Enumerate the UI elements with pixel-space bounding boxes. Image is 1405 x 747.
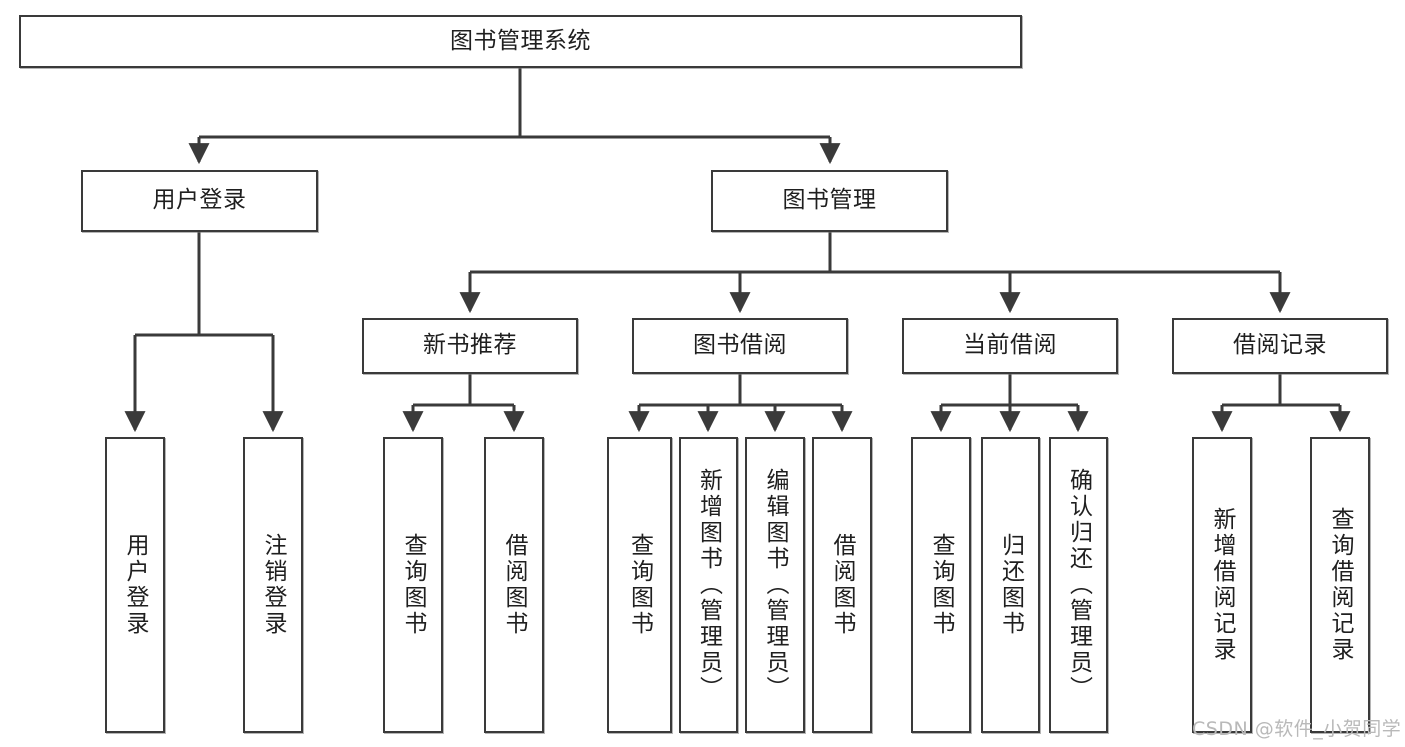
leaf-query-book-borrow[interactable]: 查询图书 [607,437,672,733]
leaf-add-borrow-record[interactable]: 新增借阅记录 [1192,437,1252,733]
node-label: 查询图书 [928,533,955,637]
node-label: 借阅图书 [829,533,856,637]
leaf-add-book[interactable]: 新增图书（管理员） [679,437,738,733]
leaf-edit-book[interactable]: 编辑图书（管理员） [745,437,805,733]
node-label: 新增借阅记录 [1209,507,1236,663]
leaf-borrow-book-borrow[interactable]: 借阅图书 [812,437,872,733]
csdn-watermark: CSDN @软件_小贺同学 [1192,718,1402,740]
node-label: 新书推荐 [423,332,517,359]
leaf-query-book-recommend[interactable]: 查询图书 [383,437,443,733]
leaf-return-book[interactable]: 归还图书 [981,437,1040,733]
leaf-borrow-book-recommend[interactable]: 借阅图书 [484,437,544,733]
node-current-borrow[interactable]: 当前借阅 [902,318,1118,374]
node-label: 编辑图书（管理员） [762,468,789,702]
node-label: 用户登录 [152,187,247,214]
node-label: 归还图书 [997,533,1024,637]
node-label: 查询图书 [626,533,653,637]
node-label: 确认归还（管理员） [1065,468,1092,702]
node-borrow-record[interactable]: 借阅记录 [1172,318,1388,374]
leaf-query-book-current[interactable]: 查询图书 [911,437,971,733]
node-label: 图书管理系统 [450,27,591,54]
node-label: 借阅图书 [501,533,528,637]
leaf-user-login[interactable]: 用户登录 [105,437,165,733]
node-label: 注销登录 [260,533,287,637]
leaf-query-borrow-record[interactable]: 查询借阅记录 [1310,437,1370,733]
leaf-confirm-return[interactable]: 确认归还（管理员） [1049,437,1108,733]
node-label: 新增图书（管理员） [695,468,722,702]
node-label: 用户登录 [122,533,149,637]
leaf-logout-login[interactable]: 注销登录 [243,437,303,733]
node-new-book-recommend[interactable]: 新书推荐 [362,318,578,374]
node-label: 借阅记录 [1233,332,1327,359]
node-label: 图书管理 [782,187,877,214]
node-label: 查询借阅记录 [1327,507,1354,663]
node-user-login[interactable]: 用户登录 [81,170,318,232]
node-book-borrow[interactable]: 图书借阅 [632,318,848,374]
node-label: 查询图书 [400,533,427,637]
node-book-management-system[interactable]: 图书管理系统 [19,15,1022,68]
node-label: 当前借阅 [963,332,1057,359]
node-label: 图书借阅 [693,332,787,359]
node-book-management[interactable]: 图书管理 [711,170,948,232]
